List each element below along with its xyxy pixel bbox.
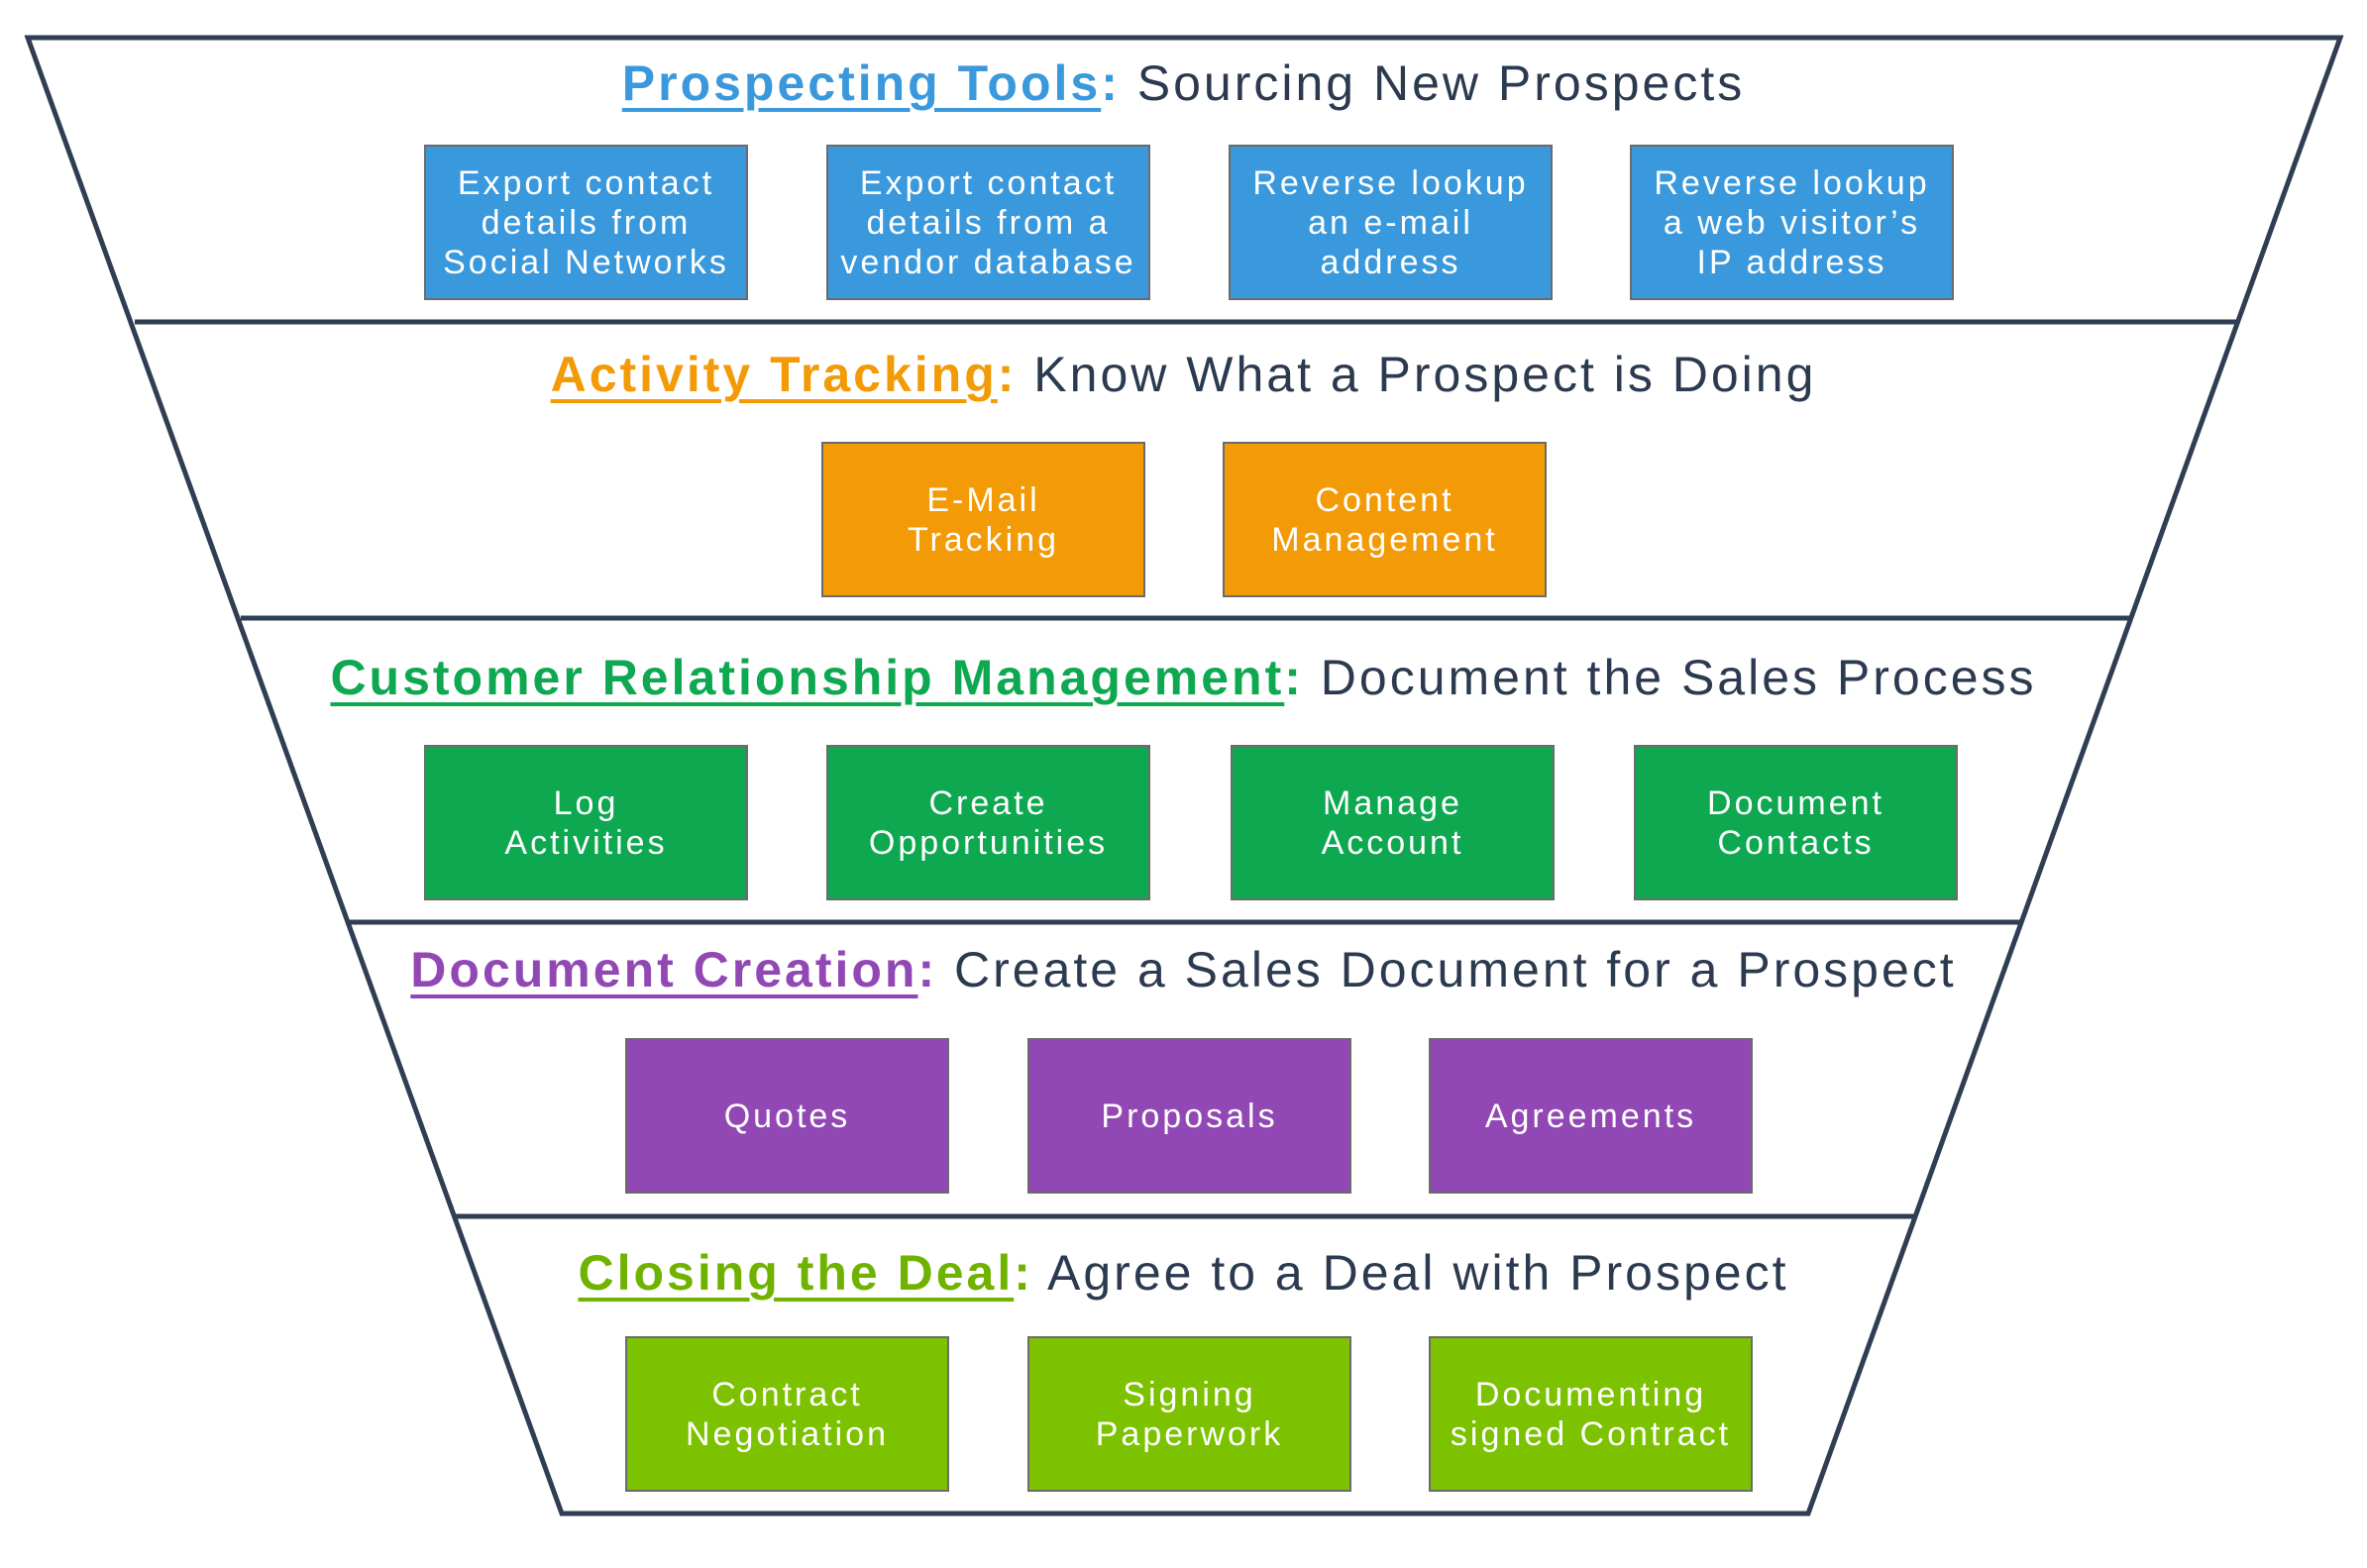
stage-category: Activity Tracking: [550, 347, 998, 402]
crm-box-4: Document Contacts: [1634, 745, 1958, 900]
stage-separator: :: [1284, 650, 1304, 705]
closing-box-1: Contract Negotiation: [625, 1336, 949, 1492]
document-box-2: Proposals: [1027, 1038, 1351, 1194]
prospecting-box-1: Export contact details from Social Netwo…: [424, 145, 748, 300]
prospecting-box-4: Reverse lookup a web visitor’s IP addres…: [1630, 145, 1954, 300]
activity-box-2: Content Management: [1223, 442, 1547, 597]
funnel-shape: [24, 35, 2344, 1516]
stage-category: Closing the Deal: [578, 1245, 1015, 1301]
stage-separator: :: [1101, 55, 1121, 111]
stage-title-prospecting: Prospecting Tools: Sourcing New Prospect…: [0, 53, 2367, 113]
document-box-1: Quotes: [625, 1038, 949, 1194]
prospecting-box-2: Export contact details from a vendor dat…: [826, 145, 1150, 300]
stage-category: Document Creation: [410, 942, 918, 997]
stage-subtitle: Document the Sales Process: [1303, 650, 2037, 705]
stage-separator: :: [997, 347, 1018, 402]
closing-box-3: Documenting signed Contract: [1429, 1336, 1753, 1492]
stage-title-document: Document Creation: Create a Sales Docume…: [0, 940, 2367, 999]
stage-title-closing: Closing the Deal: Agree to a Deal with P…: [0, 1243, 2367, 1303]
stage-subtitle: Agree to a Deal with Prospect: [1032, 1245, 1789, 1301]
stage-subtitle: Sourcing New Prospects: [1120, 55, 1746, 111]
crm-box-2: Create Opportunities: [826, 745, 1150, 900]
activity-box-1: E-Mail Tracking: [821, 442, 1145, 597]
document-box-3: Agreements: [1429, 1038, 1753, 1194]
stage-subtitle: Know What a Prospect is Doing: [1017, 347, 1817, 402]
prospecting-box-3: Reverse lookup an e-mail address: [1229, 145, 1553, 300]
stage-category: Customer Relationship Management: [330, 650, 1285, 705]
crm-box-3: Manage Account: [1231, 745, 1555, 900]
stage-separator: :: [917, 942, 938, 997]
stage-title-crm: Customer Relationship Management: Docume…: [0, 648, 2367, 707]
stage-category: Prospecting Tools: [621, 55, 1102, 111]
stage-separator: :: [1014, 1245, 1033, 1301]
stage-subtitle: Create a Sales Document for a Prospect: [937, 942, 1957, 997]
closing-box-2: Signing Paperwork: [1027, 1336, 1351, 1492]
stage-title-activity: Activity Tracking: Know What a Prospect …: [0, 345, 2367, 404]
crm-box-1: Log Activities: [424, 745, 748, 900]
